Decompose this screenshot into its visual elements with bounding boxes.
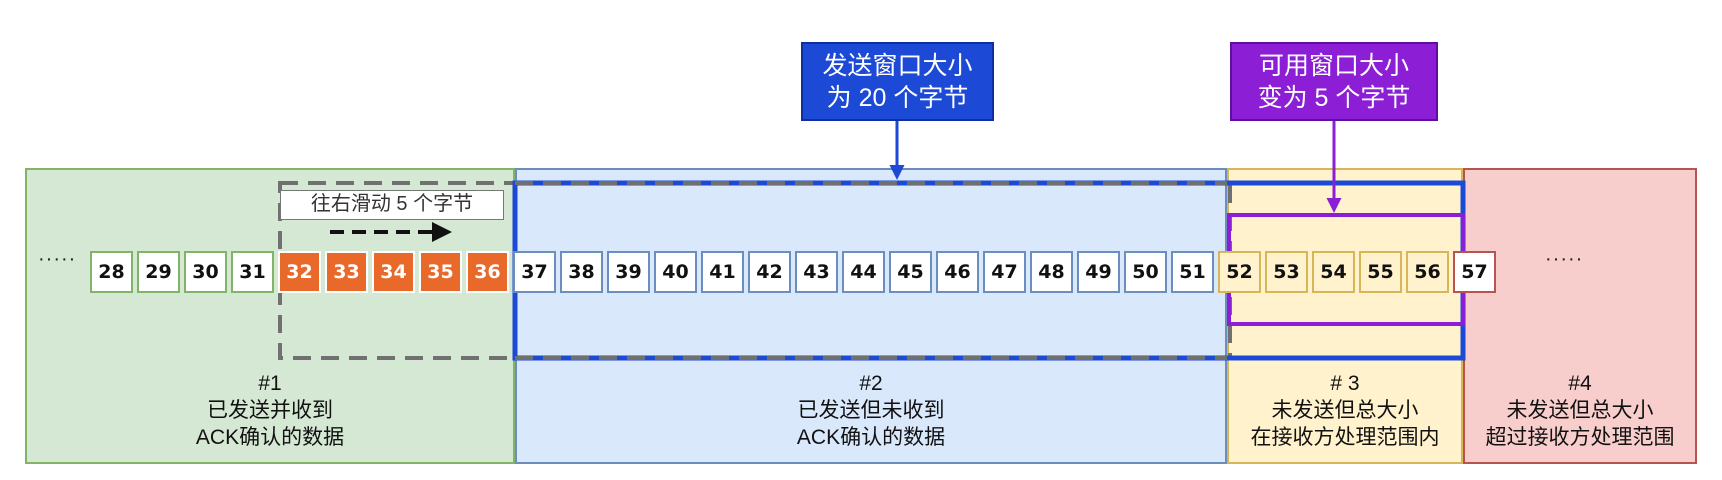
zone-unsent-beyond-number: #4 bbox=[1568, 372, 1592, 395]
byte-cell-43: 43 bbox=[795, 251, 838, 293]
zone-unsent-beyond-desc-line2: 超过接收方处理范围 bbox=[1485, 426, 1675, 449]
zone-sent-unacked-number: #2 bbox=[859, 372, 883, 395]
byte-cell-49: 49 bbox=[1077, 251, 1120, 293]
byte-cell-37: 37 bbox=[513, 251, 556, 293]
byte-cell-48: 48 bbox=[1030, 251, 1073, 293]
byte-cell-55: 55 bbox=[1359, 251, 1402, 293]
byte-cell-45: 45 bbox=[889, 251, 932, 293]
byte-cell-53: 53 bbox=[1265, 251, 1308, 293]
usable-window-callout: 可用窗口大小 变为 5 个字节 bbox=[1230, 42, 1438, 121]
zone-acked-number: #1 bbox=[258, 372, 282, 395]
byte-cell-51: 51 bbox=[1171, 251, 1214, 293]
zone-acked-desc-line1: 已发送并收到 bbox=[207, 399, 333, 422]
byte-cell-32: 32 bbox=[278, 251, 321, 293]
byte-cell-38: 38 bbox=[560, 251, 603, 293]
byte-cell-40: 40 bbox=[654, 251, 697, 293]
zone-sent-unacked: #2 已发送但未收到 ACK确认的数据 bbox=[515, 168, 1227, 464]
byte-cell-46: 46 bbox=[936, 251, 979, 293]
byte-cell-33: 33 bbox=[325, 251, 368, 293]
byte-cell-41: 41 bbox=[701, 251, 744, 293]
zone-sent-unacked-desc-line1: 已发送但未收到 bbox=[797, 399, 945, 422]
usable-window-callout-line1: 可用窗口大小 bbox=[1258, 52, 1409, 80]
byte-cell-31: 31 bbox=[231, 251, 274, 293]
byte-cell-29: 29 bbox=[137, 251, 180, 293]
byte-cell-39: 39 bbox=[607, 251, 650, 293]
zone-sent-unacked-desc-line2: ACK确认的数据 bbox=[796, 426, 946, 449]
send-window-callout-line2: 为 20 个字节 bbox=[826, 84, 969, 112]
byte-cell-57: 57 bbox=[1453, 251, 1496, 293]
byte-cell-47: 47 bbox=[983, 251, 1026, 293]
byte-cell-42: 42 bbox=[748, 251, 791, 293]
zone-unsent-in-window-desc-line2: 在接收方处理范围内 bbox=[1250, 426, 1440, 449]
send-window-callout: 发送窗口大小 为 20 个字节 bbox=[801, 42, 994, 121]
zone-unsent-beyond: #4 未发送但总大小 超过接收方处理范围 bbox=[1463, 168, 1697, 464]
zone-unsent-in-window-desc-line1: 未发送但总大小 bbox=[1271, 399, 1419, 422]
zone-acked-label: #1 已发送并收到 ACK确认的数据 bbox=[27, 370, 513, 451]
zone-unsent-in-window-label: # 3 未发送但总大小 在接收方处理范围内 bbox=[1229, 370, 1461, 451]
slide-window-dashes bbox=[515, 181, 1227, 360]
ellipsis-right: ····· bbox=[1545, 248, 1584, 270]
zone-unsent-beyond-label: #4 未发送但总大小 超过接收方处理范围 bbox=[1465, 370, 1695, 451]
usable-window-callout-line2: 变为 5 个字节 bbox=[1257, 84, 1411, 112]
byte-cell-34: 34 bbox=[372, 251, 415, 293]
slide-arrow-head bbox=[432, 222, 452, 242]
byte-cell-54: 54 bbox=[1312, 251, 1355, 293]
byte-cell-50: 50 bbox=[1124, 251, 1167, 293]
zone-acked-desc-line2: ACK确认的数据 bbox=[195, 426, 345, 449]
zone-unsent-in-window-number: # 3 bbox=[1330, 372, 1360, 395]
zone-unsent-beyond-desc-line1: 未发送但总大小 bbox=[1506, 399, 1654, 422]
slide-label: 往右滑动 5 个字节 bbox=[280, 190, 504, 220]
byte-cell-28: 28 bbox=[90, 251, 133, 293]
byte-cell-35: 35 bbox=[419, 251, 462, 293]
byte-cell-56: 56 bbox=[1406, 251, 1449, 293]
send-window-callout-line1: 发送窗口大小 bbox=[822, 52, 973, 80]
ellipsis-left: ····· bbox=[38, 248, 77, 270]
zone-sent-unacked-label: #2 已发送但未收到 ACK确认的数据 bbox=[517, 370, 1225, 451]
byte-cell-36: 36 bbox=[466, 251, 509, 293]
byte-cell-30: 30 bbox=[184, 251, 227, 293]
byte-cell-52: 52 bbox=[1218, 251, 1261, 293]
byte-cell-44: 44 bbox=[842, 251, 885, 293]
